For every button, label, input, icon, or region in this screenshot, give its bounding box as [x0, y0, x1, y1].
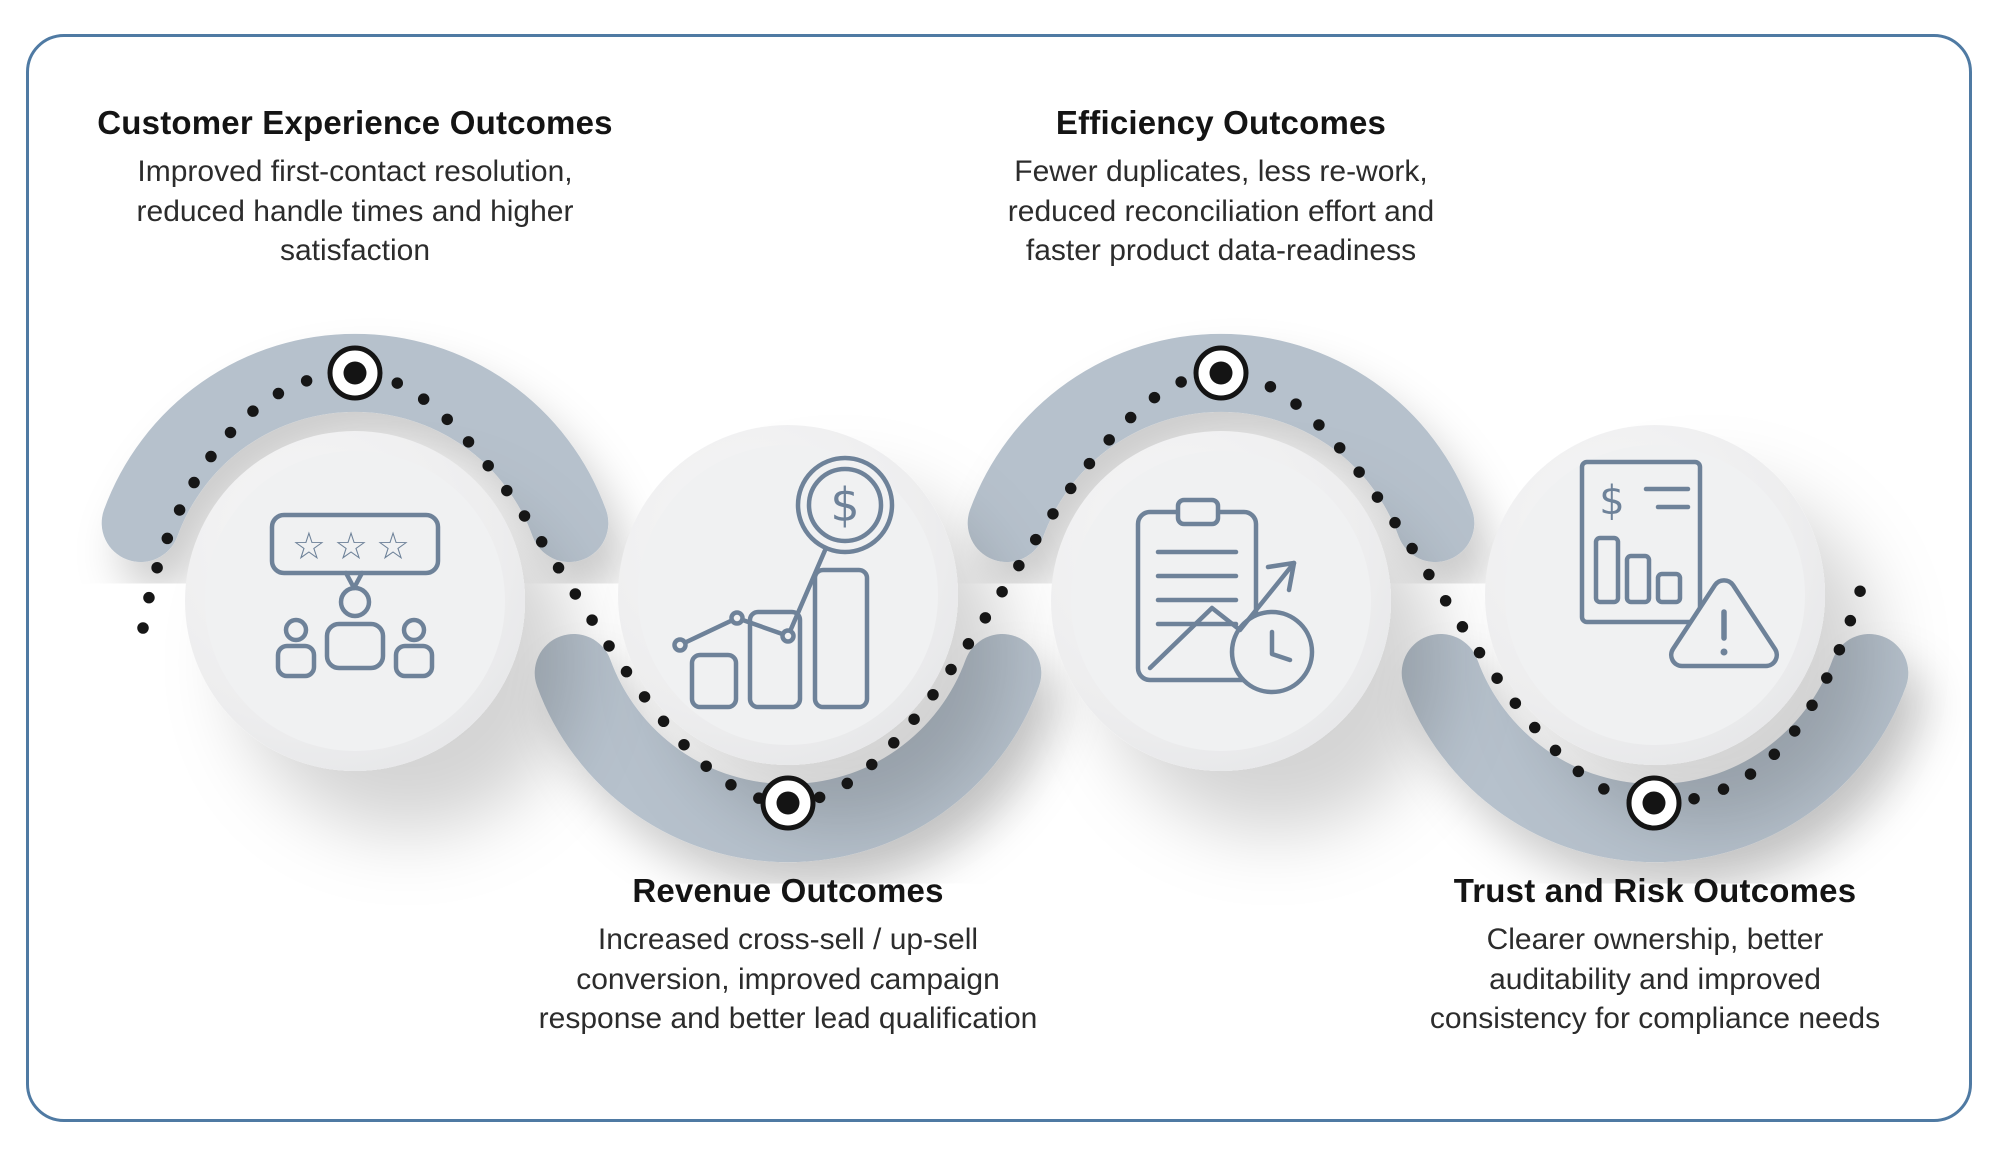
report-bar: [1624, 553, 1652, 605]
trend-point: [729, 610, 745, 626]
milestone-marker-revenue: [760, 775, 816, 831]
report-page: [1579, 459, 1703, 625]
bar-large: [812, 567, 870, 710]
outcome-title: Revenue Outcomes: [632, 872, 944, 909]
clipboard-clip: [1175, 497, 1221, 527]
bar-medium: [747, 609, 803, 710]
trend-line: [677, 545, 829, 648]
person-head-center: [338, 585, 372, 619]
milestone-marker-trust: [1626, 775, 1682, 831]
outcome-description-line: reduced handle times and higher: [136, 194, 574, 228]
milestone-marker-efficiency: [1193, 345, 1249, 401]
outcome-description-line: conversion, improved campaign: [576, 962, 1000, 996]
circle-node-customer: [185, 431, 525, 771]
trend-arrow-line: [1147, 560, 1297, 671]
label-customer-experience: Customer Experience Outcomes Improved fi…: [35, 104, 675, 271]
circle-node-trust: [1485, 425, 1825, 765]
outcome-description-line: faster product data-readiness: [1025, 234, 1417, 268]
circle-node-revenue: [618, 425, 958, 765]
outcome-description-line: consistency for compliance needs: [1429, 1002, 1881, 1036]
dollar-circle-inner: [806, 466, 884, 544]
outcome-description-line: Fewer duplicates, less re-work,: [1014, 155, 1428, 188]
outcome-description-line: Clearer ownership, better: [1486, 923, 1824, 956]
person-body-center: [324, 621, 386, 671]
dollar-circle-outer: [795, 455, 895, 555]
outcome-title: Customer Experience Outcomes: [97, 104, 613, 141]
report-bar: [1655, 571, 1683, 605]
person-body-right: [393, 643, 435, 679]
outcome-description-line: reduced reconciliation effort and: [1007, 194, 1435, 228]
outcome-description-line: satisfaction: [279, 234, 431, 268]
label-revenue: Revenue Outcomes Increased cross-sell / …: [468, 872, 1108, 1039]
financial-report-warning-icon: $: [1579, 459, 1779, 669]
growth-chart-dollar-icon: $: [672, 455, 895, 710]
clock-hands: [1269, 629, 1293, 663]
label-efficiency: Efficiency Outcomes Fewer duplicates, le…: [901, 104, 1541, 271]
outcome-description-line: Improved first-contact resolution,: [137, 155, 573, 188]
exclamation-dot: [1720, 648, 1728, 656]
person-head-left: [283, 617, 309, 643]
outcome-description-line: Increased cross-sell / up-sell: [597, 923, 979, 956]
customer-feedback-icon: ☆☆☆: [269, 512, 441, 679]
milestone-marker-customer: [327, 345, 383, 401]
trend-arrow-head: [1265, 560, 1297, 593]
trend-point: [672, 637, 688, 653]
person-head-right: [401, 617, 427, 643]
outcome-description-line: response and better lead qualification: [538, 1002, 1038, 1036]
dollar-sign: $: [1599, 478, 1624, 524]
dollar-sign: $: [830, 478, 859, 532]
trend-point: [780, 628, 796, 644]
label-trust-risk: Trust and Risk Outcomes Clearer ownershi…: [1335, 872, 1975, 1039]
outcome-title: Efficiency Outcomes: [1055, 104, 1387, 141]
bar-small: [689, 652, 739, 710]
person-body-left: [275, 643, 317, 679]
rating-stars: ☆☆☆: [292, 524, 418, 568]
report-bar: [1593, 535, 1621, 605]
outcome-title: Trust and Risk Outcomes: [1453, 872, 1857, 909]
clipboard-clock-icon: [1135, 497, 1315, 695]
outcome-description-line: auditability and improved: [1489, 962, 1821, 996]
